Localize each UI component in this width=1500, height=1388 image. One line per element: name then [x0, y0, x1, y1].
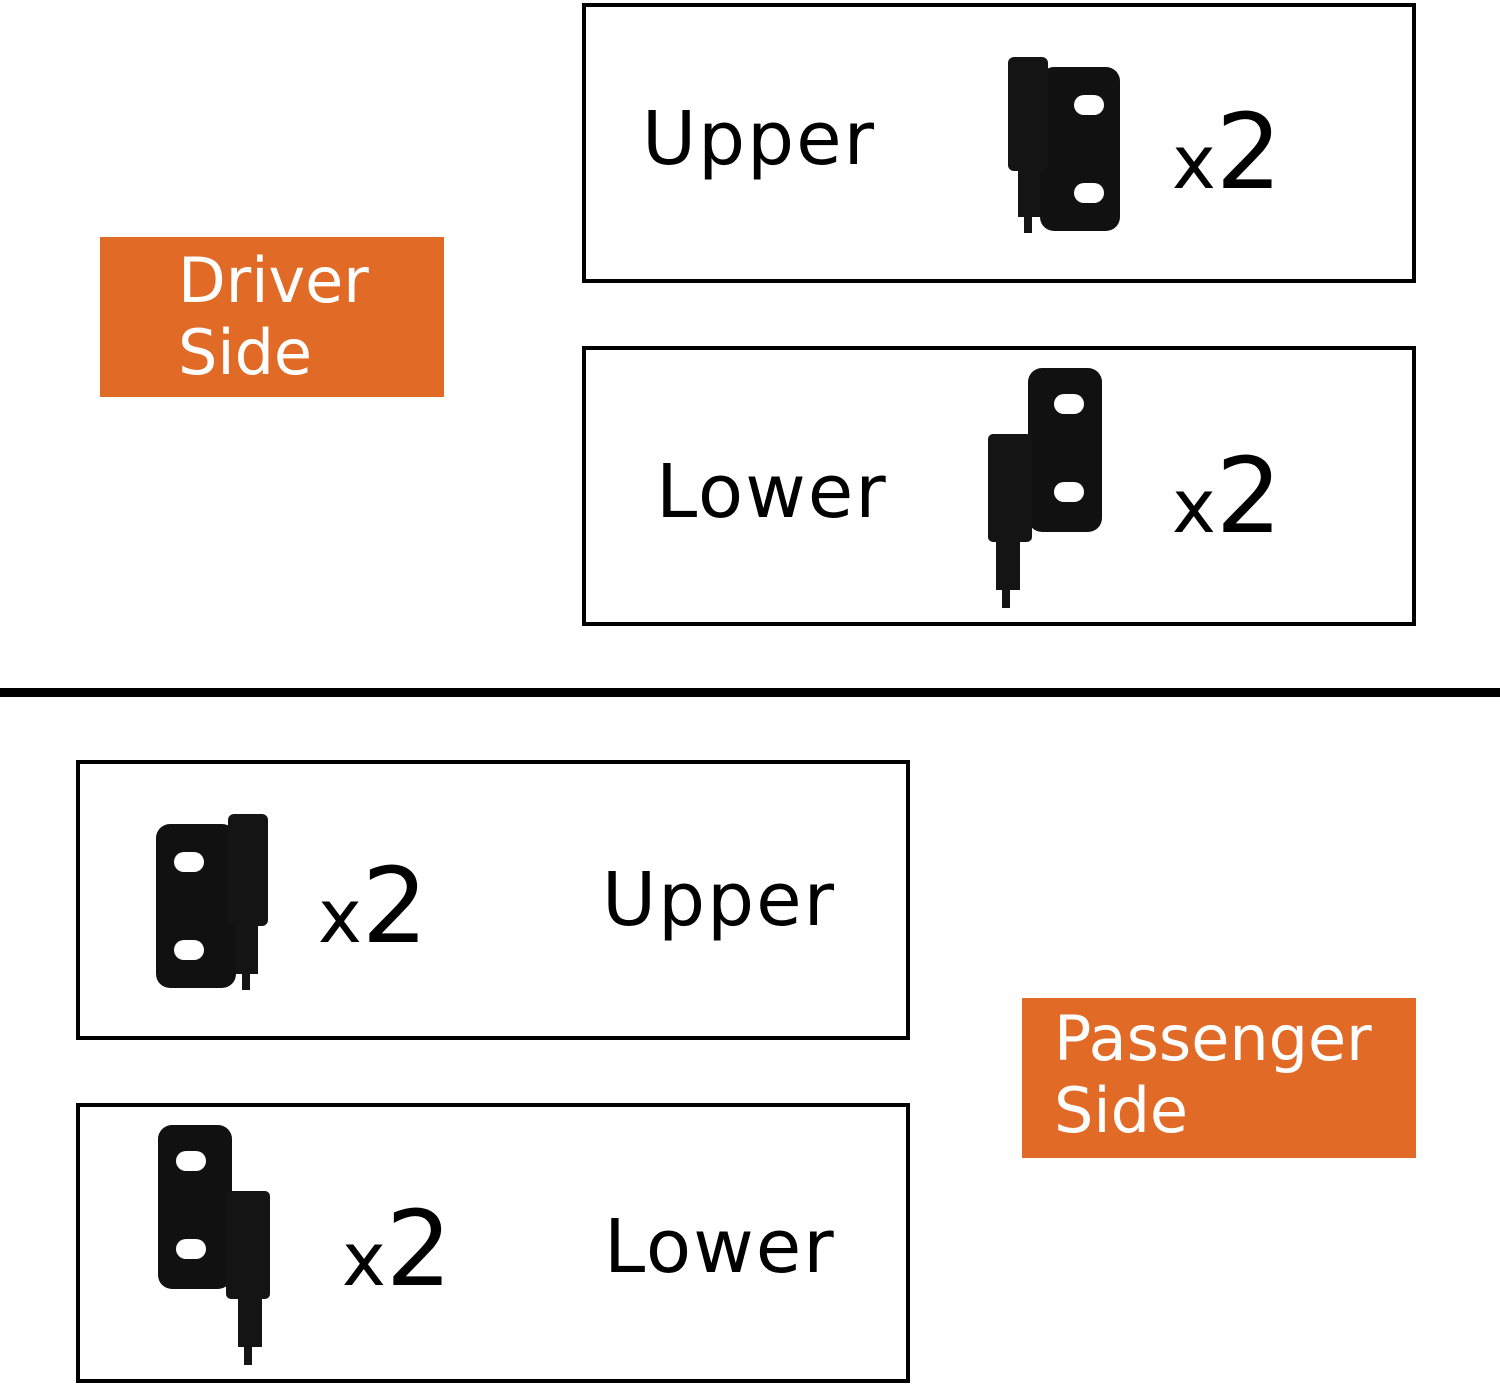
quantity-number: 2 [361, 845, 428, 967]
passenger-upper-hinge-box: x2 Upper [76, 760, 910, 1040]
passenger-lower-quantity: x2 [342, 1197, 452, 1330]
driver-lower-hinge-box: Lower x2 [582, 346, 1416, 626]
passenger-upper-label: Upper [602, 857, 837, 943]
driver-upper-hinge-box: Upper x2 [582, 3, 1416, 283]
quantity-x: x [318, 874, 362, 960]
driver-upper-label: Upper [642, 96, 877, 182]
section-divider [0, 688, 1500, 697]
driver-lower-quantity: x2 [1172, 444, 1282, 577]
quantity-number: 2 [385, 1188, 452, 1310]
passenger-lower-label: Lower [604, 1204, 836, 1290]
driver-lower-label: Lower [656, 449, 888, 535]
driver-side-badge: Driver Side [100, 237, 444, 397]
passenger-upper-quantity: x2 [318, 854, 428, 987]
driver-side-label-line1: Driver [178, 244, 369, 317]
passenger-side-label-line1: Passenger [1054, 1002, 1372, 1075]
quantity-x: x [342, 1217, 386, 1303]
quantity-x: x [1172, 464, 1216, 550]
quantity-x: x [1172, 120, 1216, 206]
quantity-number: 2 [1215, 91, 1282, 213]
driver-side-label-line2: Side [178, 316, 313, 389]
quantity-number: 2 [1215, 435, 1282, 557]
upper-hinge-icon [156, 814, 268, 990]
passenger-side-badge: Passenger Side [1022, 998, 1416, 1158]
lower-hinge-icon [988, 368, 1102, 608]
driver-upper-quantity: x2 [1172, 100, 1282, 233]
passenger-side-label-line2: Side [1054, 1074, 1189, 1147]
upper-hinge-icon [1008, 57, 1120, 233]
passenger-lower-hinge-box: x2 Lower [76, 1103, 910, 1383]
lower-hinge-icon [158, 1125, 270, 1365]
